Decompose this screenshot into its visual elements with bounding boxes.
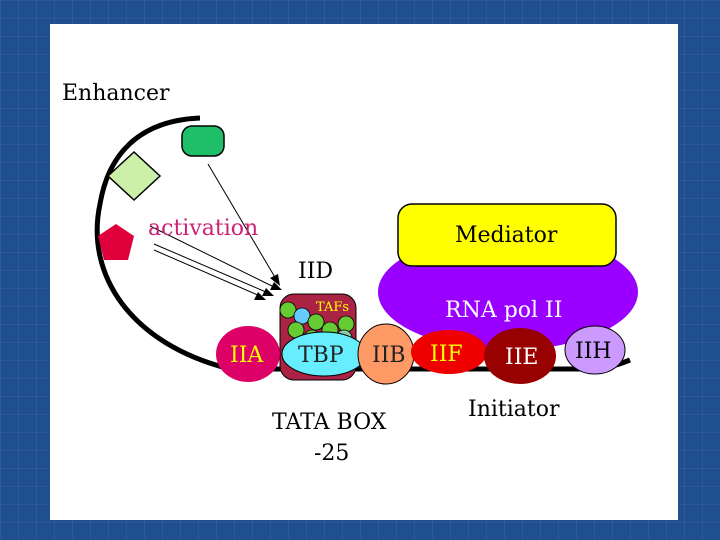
- enhancer-label: Enhancer: [62, 81, 170, 106]
- iih-label: IIH: [575, 339, 612, 364]
- arrow-heads: [254, 274, 282, 300]
- iib-label: IIB: [372, 343, 406, 368]
- iia-factor: [216, 326, 280, 382]
- slide-canvas: Enhancer activation Mediator RNA pol II …: [50, 24, 678, 520]
- tafs-label: TAFs: [316, 300, 349, 315]
- iie-label: IIE: [505, 345, 538, 370]
- activation-arrows: [149, 163, 277, 297]
- enhancer-green-activator: [181, 125, 225, 157]
- activation-label: activation: [148, 216, 258, 241]
- iif-label: IIF: [430, 342, 463, 367]
- tata-box-label: TATA BOX: [272, 410, 387, 435]
- mediator-label: Mediator: [455, 223, 558, 248]
- initiator-label: Initiator: [468, 397, 560, 422]
- transcription-diagram: Enhancer activation Mediator RNA pol II …: [62, 81, 638, 466]
- enhancer-diamond-activator: [106, 150, 162, 202]
- iih-factor: [564, 325, 626, 375]
- mediator-box: [397, 203, 617, 267]
- tata-position-label: -25: [314, 441, 349, 466]
- iia-label: IIA: [230, 343, 264, 368]
- iid-label: IID: [298, 259, 333, 284]
- tbp-label: TBP: [298, 343, 344, 368]
- rna-pol-label: RNA pol II: [445, 298, 562, 323]
- iie-factor: [484, 328, 556, 384]
- iif-factor: [411, 330, 487, 374]
- enhancer-pentagon-activator: [98, 224, 134, 260]
